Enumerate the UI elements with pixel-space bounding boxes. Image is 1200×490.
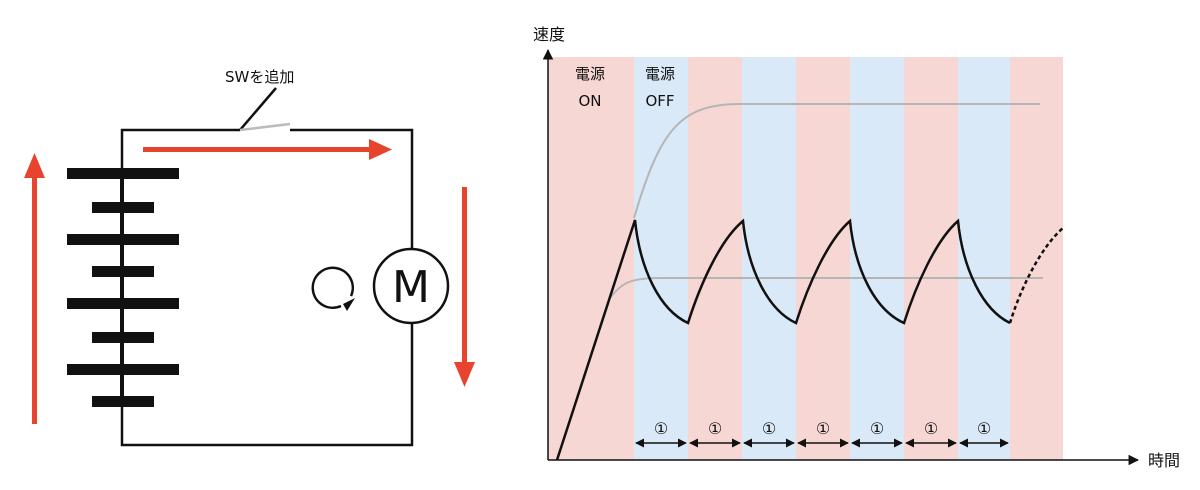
switch-icon [239, 87, 291, 132]
interval-markers: ① ① ① ① ① ① ① [635, 419, 1009, 448]
phase-label-off-line1: 電源 [645, 65, 675, 83]
switch-label: SWを追加 [225, 68, 294, 86]
interval-label: ① [870, 419, 884, 438]
speed-curve-continuation [1008, 227, 1064, 324]
phase-label-on-line2: ON [578, 92, 601, 110]
interval-label: ① [977, 419, 991, 438]
phase-band-on [1010, 57, 1063, 460]
speed-graph: 電源 ON 電源 OFF 速度 時間 ① ① ① ① ① ① ① [533, 25, 1180, 470]
interval-label: ① [924, 419, 938, 438]
current-arrow-left [24, 153, 45, 424]
reference-curve-high [633, 103, 1040, 219]
current-arrow-right [454, 187, 475, 387]
current-arrow-top [143, 139, 392, 160]
battery-icon [67, 168, 179, 407]
motor-icon [372, 247, 450, 325]
rotation-icon [311, 266, 355, 311]
phase-label-on-line1: 電源 [575, 65, 605, 83]
motor-label: M [392, 262, 430, 313]
phase-band-off [958, 57, 1010, 460]
circuit-diagram: SWを追加 M [24, 68, 475, 447]
x-axis-label: 時間 [1148, 451, 1180, 470]
phase-band-on [548, 57, 634, 460]
interval-label: ① [816, 419, 830, 438]
phase-label-off-line2: OFF [645, 92, 674, 110]
circuit-wire [120, 128, 414, 447]
phase-bands [548, 57, 1063, 460]
interval-label: ① [762, 419, 776, 438]
interval-label: ① [708, 419, 722, 438]
reference-curve-low [609, 277, 1043, 299]
speed-curve [555, 218, 1011, 461]
phase-band-off [850, 57, 904, 460]
y-axis-label: 速度 [533, 25, 565, 44]
interval-label: ① [654, 419, 668, 438]
